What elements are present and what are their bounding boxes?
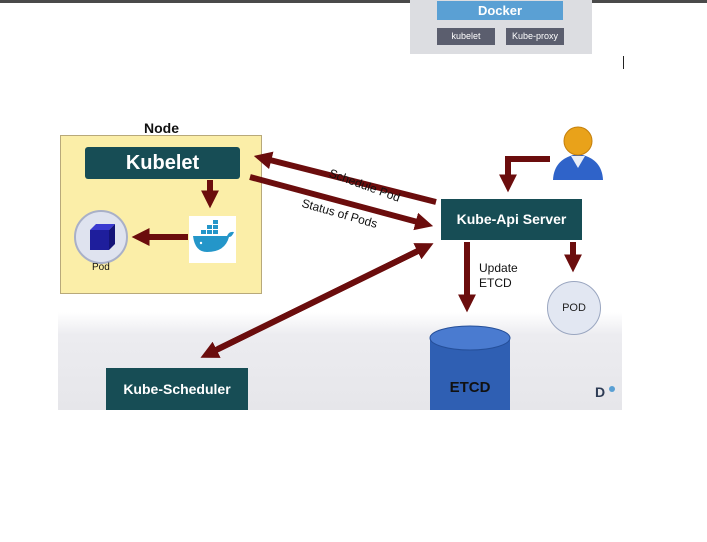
- user-icon: [553, 126, 603, 180]
- window-top-bar: [0, 0, 707, 3]
- etcd-cylinder: [429, 325, 511, 410]
- brand-logo: D: [595, 384, 606, 400]
- update-label-line2: ETCD: [479, 276, 512, 290]
- docker-box: Docker: [437, 1, 563, 20]
- pod-circle: POD: [547, 281, 601, 335]
- schedule-pod-arrow: [253, 151, 437, 205]
- pod-label: Pod: [92, 262, 110, 273]
- kube-api-server-box: Kube-Api Server: [441, 199, 582, 240]
- kube-scheduler-box: Kube-Scheduler: [106, 368, 248, 410]
- pod-cube-icon: [74, 210, 128, 264]
- kube-proxy-mini-box: Kube-proxy: [506, 28, 564, 45]
- docker-whale-icon: [189, 216, 236, 263]
- diagram-slide: Node Kubelet Pod: [58, 84, 622, 410]
- etcd-label: ETCD: [449, 379, 491, 396]
- diagram-arrows: [131, 126, 603, 410]
- update-label-line1: Update: [479, 261, 518, 275]
- status-of-pods-arrow: [249, 174, 434, 231]
- kubelet-mini-box: kubelet: [437, 28, 495, 45]
- node-title: Node: [144, 120, 179, 136]
- update-etcd-label: Update ETCD: [479, 261, 518, 291]
- user-to-api-arrow: [499, 156, 550, 193]
- text-cursor: [623, 56, 624, 69]
- kubelet-box: Kubelet: [85, 147, 240, 179]
- brand-logo-dot: [609, 386, 615, 392]
- scheduler-api-arrow: [200, 243, 434, 358]
